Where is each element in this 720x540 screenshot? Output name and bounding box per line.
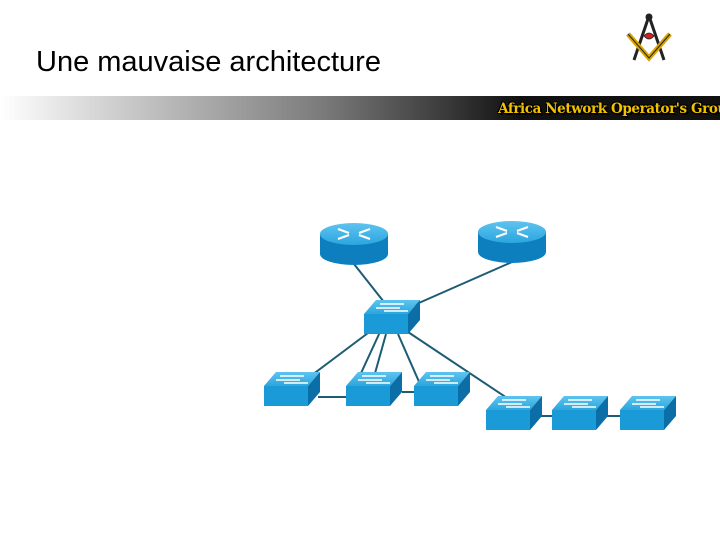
link-core-sw3: [397, 333, 421, 385]
link-router1-core: [353, 263, 385, 303]
router-1: [320, 223, 388, 265]
access-switch-6: [620, 396, 676, 430]
page-title: Une mauvaise architecture: [36, 46, 381, 78]
access-switch-3: [414, 372, 470, 406]
square-and-compass-icon: [626, 13, 672, 62]
access-switch-1: [264, 372, 320, 406]
access-switch-5: [552, 396, 608, 430]
header-gradient-bar: [0, 96, 720, 120]
core-switch: [364, 300, 420, 334]
access-switch-4: [486, 396, 542, 430]
access-switch-2: [346, 372, 402, 406]
afnog-banner: Africa Network Operator's Group: [498, 97, 720, 121]
link-core-sw4: [407, 331, 517, 405]
banner-text: Africa Network Operator's Group: [498, 101, 720, 117]
link-router2-core: [411, 261, 513, 307]
router-2: [478, 221, 546, 263]
